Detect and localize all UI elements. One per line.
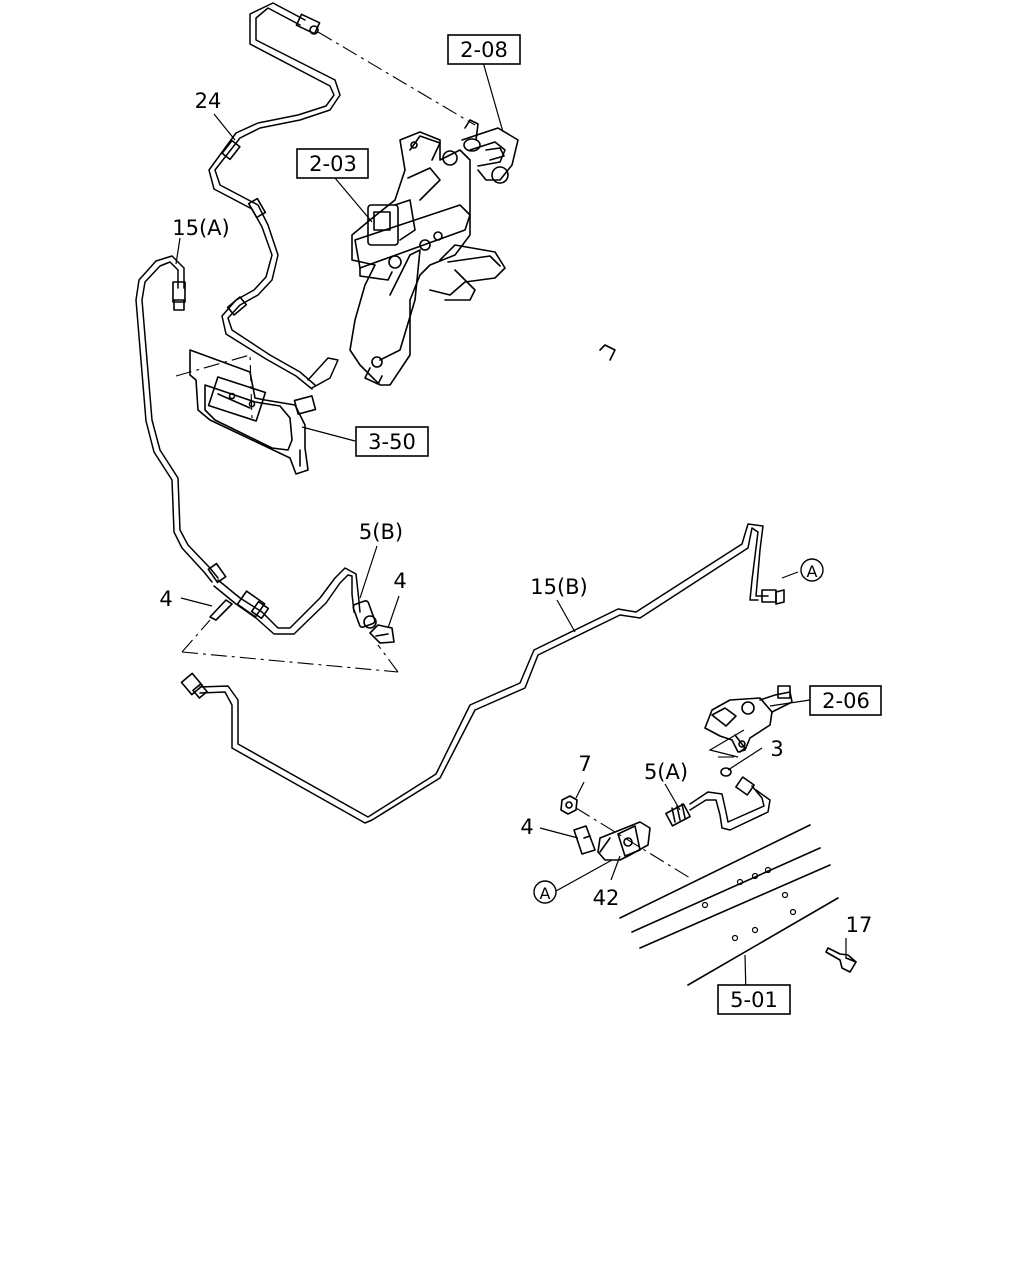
clip-4-lower xyxy=(573,825,596,855)
clip-4-right xyxy=(369,624,395,644)
marker-a-lower: A xyxy=(533,880,557,904)
ref-2-06-label: 2-06 xyxy=(822,689,870,713)
callout-4-right: 4 xyxy=(393,569,406,593)
ref-2-08-label: 2-08 xyxy=(460,38,508,62)
callout-42: 42 xyxy=(593,886,620,910)
frame-rail xyxy=(619,824,839,986)
washer-3 xyxy=(720,767,732,777)
callout-15a: 15(A) xyxy=(172,216,229,240)
callout-15b: 15(B) xyxy=(530,575,588,599)
marker-a-upper-label: A xyxy=(807,562,818,581)
callout-17: 17 xyxy=(846,913,873,937)
pipe-24 xyxy=(208,2,341,415)
marker-a-lower-label: A xyxy=(540,884,551,903)
bracket-3-50 xyxy=(189,349,309,475)
bolt-17 xyxy=(825,947,857,973)
dashed-leaders xyxy=(175,31,738,879)
callout-5a: 5(A) xyxy=(644,760,688,784)
pipe-5a xyxy=(665,776,771,831)
callout-24: 24 xyxy=(195,89,222,113)
ref-box-2-06: 2-06 xyxy=(809,685,882,716)
marker-a-upper: A xyxy=(800,558,824,582)
pipe-15b xyxy=(180,523,785,824)
callout-7: 7 xyxy=(578,752,591,776)
leader-lines xyxy=(175,61,847,997)
callout-4-left: 4 xyxy=(159,587,172,611)
ref-2-03-label: 2-03 xyxy=(309,152,357,176)
callout-4-lower: 4 xyxy=(520,815,533,839)
pipe-5b xyxy=(213,567,377,635)
pipe-15a xyxy=(135,255,227,584)
nut-7 xyxy=(560,795,578,815)
callout-5b: 5(B) xyxy=(359,520,403,544)
ref-box-2-08: 2-08 xyxy=(447,34,521,65)
ref-box-3-50: 3-50 xyxy=(355,426,429,457)
clutch-pedal-assembly xyxy=(349,119,616,386)
bracket-42 xyxy=(597,821,651,861)
ref-box-5-01: 5-01 xyxy=(717,984,791,1015)
callout-3: 3 xyxy=(770,737,783,761)
clip-4-left xyxy=(209,599,233,621)
ref-5-01-label: 5-01 xyxy=(730,988,778,1012)
ref-box-2-03: 2-03 xyxy=(296,148,369,179)
ref-3-50-label: 3-50 xyxy=(368,430,416,454)
slave-cylinder xyxy=(704,685,793,753)
